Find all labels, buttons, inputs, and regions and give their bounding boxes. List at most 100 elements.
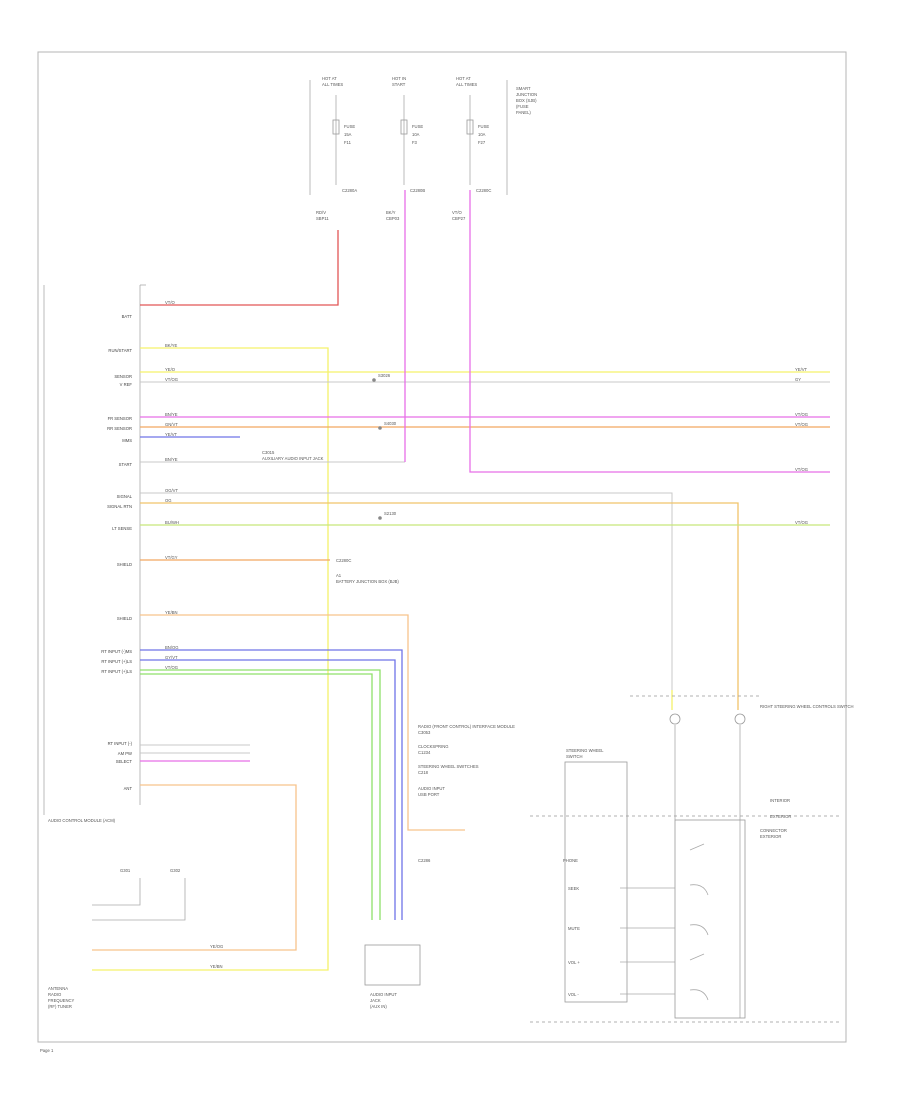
rf-module-1: ANTENNA: [48, 986, 68, 991]
wire-batt-red: [140, 230, 339, 306]
panel-name-2: JUNCTION: [516, 92, 537, 97]
conn-code-3: C2280C: [476, 188, 491, 193]
panel-name-5: PANEL): [516, 110, 531, 115]
fuse-2-hot-a: HOT IN: [392, 76, 406, 81]
switch-item-5: PHONE: [563, 858, 578, 863]
note-n12: STEERING WHEEL SWITCHES: [418, 764, 479, 769]
rf-module-4: (RF) TUNER: [48, 1004, 72, 1009]
wire-color-label-15: VT/OG: [165, 665, 178, 670]
fuse-3-hot-b: ALL TIMES: [456, 82, 477, 87]
wire-rt-neg-green: [140, 673, 373, 920]
fuse-3-icon: [466, 119, 474, 135]
pin-label-19: ANT: [124, 786, 133, 791]
wire-color-label-1: BK/YE: [165, 343, 178, 348]
right-edge-label-5: VT/OG: [795, 520, 808, 525]
switch-title-1: STEERING WHEEL: [566, 748, 604, 753]
splice-dot-0: [372, 378, 376, 382]
panel-name-1: SMART: [516, 86, 531, 91]
pin-label-6: MMS: [122, 438, 132, 443]
page-corner: Page 1: [40, 1048, 54, 1053]
note-n7: C3015: [262, 450, 275, 455]
wire-color-label-14: GY/VT: [165, 655, 178, 660]
right-edge-label-1: GY: [795, 377, 801, 382]
wire-color-label-2: YE/O: [165, 367, 176, 372]
bottom-wire-2: YE/BN: [210, 964, 223, 969]
note-n13: C2286: [418, 858, 431, 863]
conn-code-1: C2280A: [342, 188, 357, 193]
pin-label-3: V REF: [120, 382, 133, 387]
switch-title-2: SWITCH: [566, 754, 583, 759]
fuse-1-label: FUSE: [344, 124, 355, 129]
caption-2: EXTERIOR: [760, 834, 781, 839]
steering-wheel-switch: STEERING WHEEL SWITCH SEEK MUTE VOL + VO…: [530, 695, 840, 1023]
splice-dot-1: [378, 426, 382, 430]
wire-code-3b: CBP27: [452, 216, 466, 221]
wire-f27-pink: [469, 190, 830, 473]
fuse-1-num: F11: [344, 140, 352, 145]
fuse-1-amp: 15A: [344, 132, 352, 137]
splice-label-2: S2130: [384, 511, 397, 516]
pin-label-16: RT INPUT (-): [108, 741, 133, 746]
pin-label-9: SIGNAL RTN: [107, 504, 132, 509]
wire-color-label-3: VT/OG: [165, 377, 178, 382]
switch-item-4: VOL -: [568, 992, 579, 997]
wire-code-1b: SBP11: [316, 216, 329, 221]
panel-name-3: BOX (SJB): [516, 98, 537, 103]
note-n2: RADIO (FRONT CONTROL) INTERFACE MODULE: [418, 724, 515, 729]
note-n10: CLOCKSPRING: [418, 744, 448, 749]
splice-dot-2: [378, 516, 382, 520]
clockspring-pin-1: [669, 713, 681, 725]
switch-item-2: MUTE: [568, 926, 580, 931]
fuse-3-num: F27: [478, 140, 486, 145]
fuse-2-num: F3: [412, 140, 418, 145]
acm-name: AUDIO CONTROL MODULE (ACM): [48, 818, 116, 823]
pin-label-11: SHIELD: [117, 562, 132, 567]
wire-color-label-8: OG/VT: [165, 488, 178, 493]
note-n8: BATTERY JUNCTION BOX (BJB): [336, 579, 399, 584]
wire-signal-grey: [140, 492, 673, 690]
pin-label-15: RT INPUT (+)LS: [101, 669, 132, 674]
note-n9: C1234: [418, 750, 431, 755]
fuse-1-hot-b: ALL TIMES: [322, 82, 343, 87]
conn-code-2: C2280B: [410, 188, 425, 193]
wire-color-label-6: YE/VT: [165, 432, 178, 437]
note-n17: AUDIO INPUT: [418, 786, 445, 791]
wire-code-3a: VT/O: [452, 210, 463, 215]
fuse-1-hot-a: HOT AT: [322, 76, 337, 81]
fuse-2-icon: [400, 119, 408, 135]
note-n14: INTERIOR: [770, 798, 790, 803]
wire-code-1a: RD/V: [316, 210, 326, 215]
pin-label-7: START: [119, 462, 133, 467]
wire-ant-orange: [92, 784, 297, 951]
rf-module-2: RADIO: [48, 992, 62, 997]
pin-label-2: SENSOR: [114, 374, 132, 379]
fuse-2-amp: 10A: [412, 132, 420, 137]
wire-color-label-9: OG: [165, 498, 172, 503]
ground-1-label: G301: [120, 868, 131, 873]
ground-2-label: G302: [170, 868, 181, 873]
wire-color-label-10: BU/WH: [165, 520, 179, 525]
fuse-3-label: FUSE: [478, 124, 489, 129]
splice-label-1: S4030: [384, 421, 397, 426]
wire-color-label-7: BN/YE: [165, 457, 178, 462]
pin-label-12: SHIELD: [117, 616, 132, 621]
wire-color-label-12: YE/BN: [165, 610, 178, 615]
wire-code-2b: CBP03: [386, 216, 400, 221]
fuse-2-label: FUSE: [412, 124, 423, 129]
bottom-wire-1: YE/OG: [210, 944, 223, 949]
pin-label-4: FR SENSOR: [108, 416, 132, 421]
wire-color-label-4: BN/YE: [165, 412, 178, 417]
right-edge-label-4: VT/OG: [795, 467, 808, 472]
clockspring-pin-2: [734, 713, 746, 725]
note-n1: C2280C: [336, 558, 351, 563]
wire-signal-rtn-gold: [140, 502, 739, 690]
rf-module-3: FREQUENCY: [48, 998, 74, 1003]
wire-color-label-13: BN/OG: [165, 645, 179, 650]
pin-label-14: RT INPUT (+)LS: [101, 659, 132, 664]
aux-jack-2: JACK: [370, 998, 381, 1003]
wire-shield2-orange: [140, 614, 465, 831]
right-edge-label-2: VT/OG: [795, 412, 808, 417]
pin-label-10: LT SENSE: [112, 526, 132, 531]
note-n11: C218: [418, 770, 429, 775]
